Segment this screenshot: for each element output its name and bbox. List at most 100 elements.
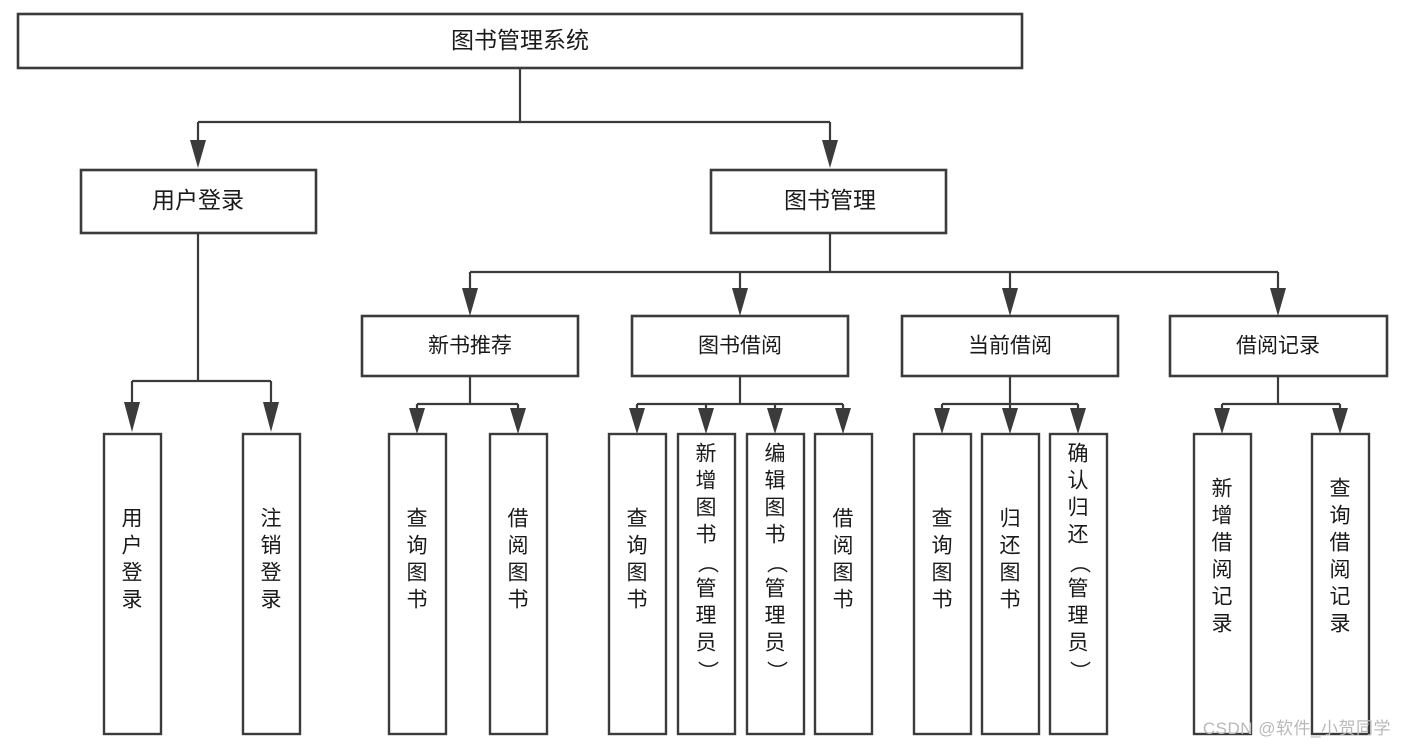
- vertical-char: 登: [122, 562, 143, 585]
- vertical-char: 还: [1000, 535, 1021, 558]
- node-new-book-recommend[interactable]: 新书推荐: [360, 314, 580, 378]
- vertical-char: 管: [696, 578, 717, 601]
- vertical-char: 增: [696, 470, 717, 493]
- node-book-borrow-box: [630, 314, 850, 378]
- vertical-char: 图: [696, 497, 717, 520]
- leaf-cb-query-book-box: [912, 432, 973, 736]
- node-borrow-record-box: [1168, 314, 1389, 378]
- vertical-char: 记: [1212, 586, 1233, 609]
- vertical-char: 编: [765, 443, 786, 466]
- leaf-cb-confirm-return-admin-box: [1048, 432, 1109, 736]
- vertical-char: 员: [696, 632, 717, 655]
- vertical-char: 辑: [765, 470, 786, 493]
- vertical-char: 查: [932, 508, 953, 531]
- vertical-char: 用: [122, 508, 143, 531]
- vertical-char: 还: [1068, 524, 1089, 547]
- arrow-head-br-leaf-1: [1214, 408, 1230, 434]
- vertical-char: 归: [1068, 497, 1089, 520]
- vertical-char: 录: [1212, 613, 1233, 636]
- vertical-char: 借: [508, 508, 529, 531]
- leaf-logout-box: [241, 432, 302, 736]
- node-current-borrow[interactable]: 当前借阅: [900, 314, 1120, 378]
- vertical-char: 图: [1000, 562, 1021, 585]
- vertical-char: 查: [627, 508, 648, 531]
- arrow-head-bb-leaf-1: [629, 408, 645, 434]
- vertical-char: 理: [1068, 605, 1089, 628]
- node-root-label: 图书管理系统: [451, 27, 589, 53]
- arrow-head-login-leaf-1: [124, 402, 140, 432]
- vertical-char: 借: [833, 508, 854, 531]
- vertical-char: 书: [833, 589, 854, 612]
- vertical-char: 录: [1330, 613, 1351, 636]
- node-borrow-record-label: 借阅记录: [1236, 335, 1320, 358]
- vertical-char: 增: [1212, 505, 1233, 528]
- node-user-login-label: 用户登录: [152, 187, 244, 213]
- vertical-char: （: [764, 553, 787, 574]
- vertical-char: 管: [765, 578, 786, 601]
- vertical-char: 员: [765, 632, 786, 655]
- arrow-head-bb-leaf-2: [698, 408, 714, 434]
- vertical-char: 认: [1068, 470, 1089, 493]
- vertical-char: 理: [696, 605, 717, 628]
- vertical-char: 图: [932, 562, 953, 585]
- arrow-head-login-leaf-2: [263, 402, 279, 432]
- vertical-char: 销: [261, 535, 282, 558]
- vertical-char: （: [1067, 553, 1090, 574]
- node-new-book-recommend-box: [360, 314, 580, 378]
- vertical-char: 图: [407, 562, 428, 585]
- node-borrow-record[interactable]: 借阅记录: [1168, 314, 1389, 378]
- leaf-bb-borrow-book-box: [813, 432, 874, 736]
- vertical-char: 登: [261, 562, 282, 585]
- node-book-management[interactable]: 图书管理: [709, 168, 948, 235]
- leaf-user-login[interactable]: 用户登录: [102, 432, 163, 736]
- vertical-char: 询: [1330, 505, 1351, 528]
- arrow-head-cb-leaf-3: [1070, 408, 1086, 434]
- node-current-borrow-box: [900, 314, 1120, 378]
- vertical-char: 图: [765, 497, 786, 520]
- vertical-char: 借: [1330, 532, 1351, 555]
- vertical-char: 查: [407, 508, 428, 531]
- node-current-borrow-label: 当前借阅: [968, 335, 1052, 358]
- leaf-cb-return-book-box: [980, 432, 1041, 736]
- vertical-char: 阅: [1330, 559, 1351, 582]
- vertical-char: 书: [765, 524, 786, 547]
- vertical-char: 书: [696, 524, 717, 547]
- vertical-char: 阅: [1212, 559, 1233, 582]
- vertical-char: ）: [695, 661, 718, 682]
- node-root-book-management-system[interactable]: 图书管理系统: [16, 12, 1024, 70]
- vertical-char: 图: [508, 562, 529, 585]
- vertical-char: 阅: [833, 535, 854, 558]
- vertical-char: 图: [627, 562, 648, 585]
- vertical-char: 理: [765, 605, 786, 628]
- leaf-newbook-borrow-book-box: [488, 432, 549, 736]
- vertical-char: 归: [1000, 508, 1021, 531]
- node-user-login[interactable]: 用户登录: [79, 168, 318, 235]
- arrow-head-bb-leaf-3: [767, 408, 783, 434]
- vertical-char: 新: [696, 443, 717, 466]
- leaf-bb-edit-book-admin-box: [745, 432, 806, 736]
- arrow-head-nb-leaf-2: [510, 408, 526, 434]
- arrow-head-bb-leaf-4: [835, 408, 851, 434]
- node-book-borrow[interactable]: 图书借阅: [630, 314, 850, 378]
- vertical-char: 录: [261, 589, 282, 612]
